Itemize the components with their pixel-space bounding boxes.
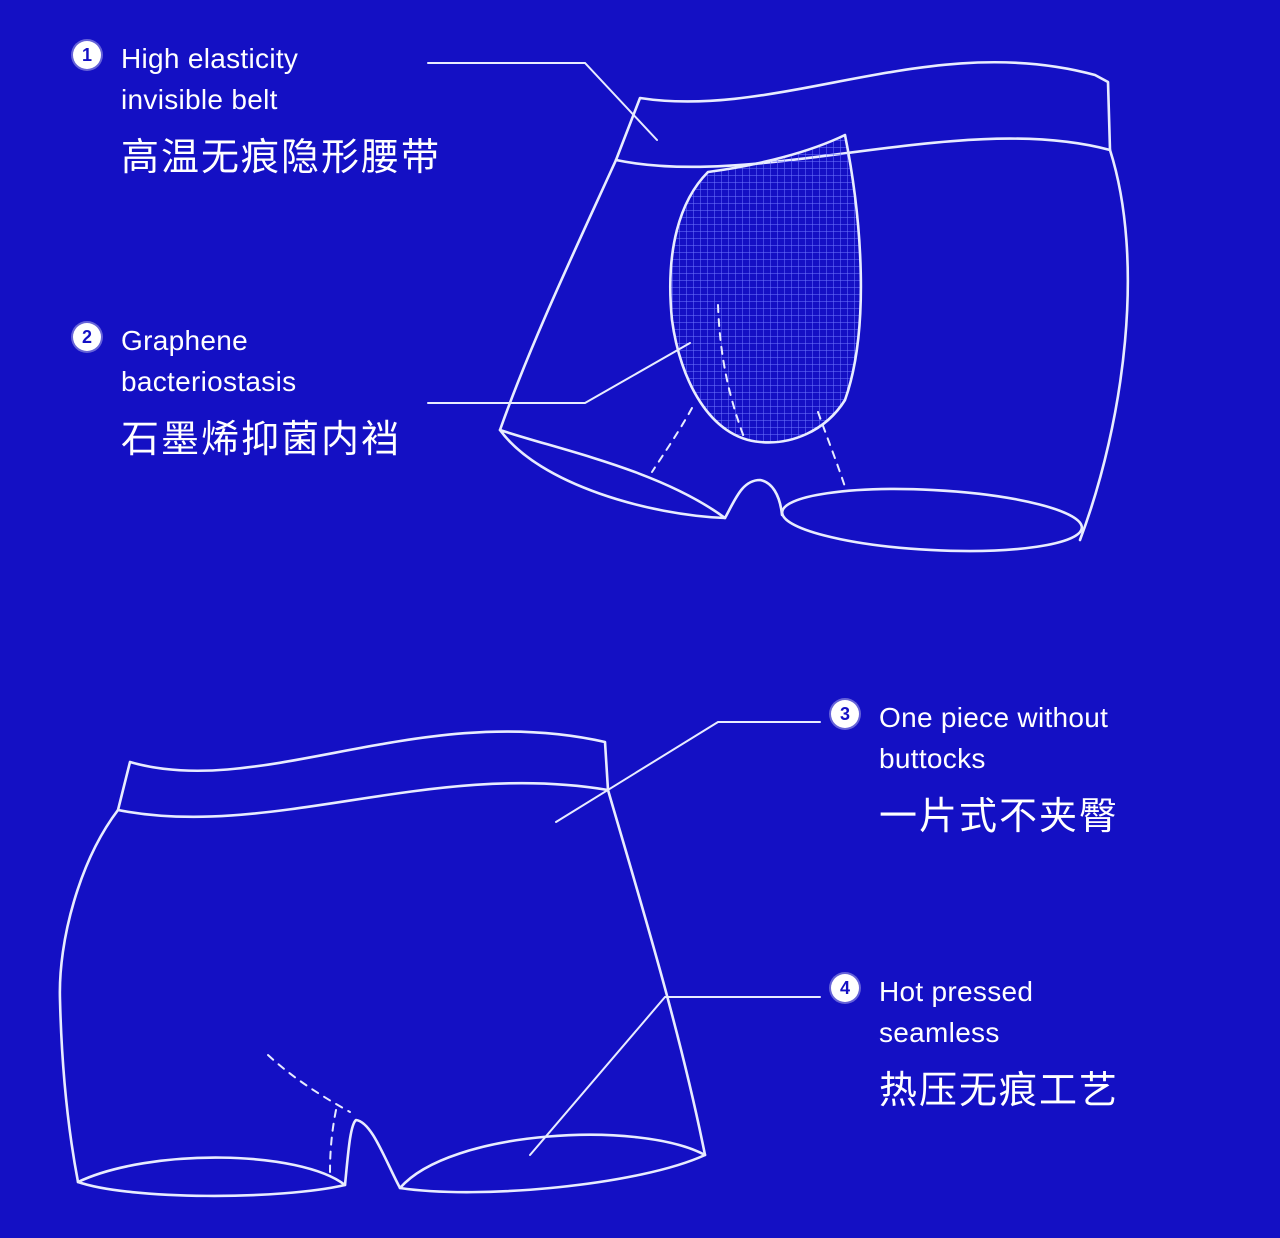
number-badge-2: 2: [73, 323, 101, 351]
graphene-pouch: [668, 133, 863, 444]
front-view-drawing: [498, 60, 1130, 553]
leader-line-3: [555, 721, 821, 823]
feature-callout-3: 3 One piece without buttocks 一片式不夹臀: [831, 697, 1251, 839]
feature-4-en-line1: Hot pressed: [879, 976, 1034, 1007]
front-left-leg-opening: [498, 428, 727, 520]
back-dashed-seam-upper: [267, 1054, 351, 1113]
number-badge-3: 3: [831, 700, 859, 728]
back-view-drawing: [58, 730, 707, 1198]
feature-callout-4: 4 Hot pressed seamless 热压无痕工艺: [831, 971, 1251, 1113]
front-waistband: [614, 60, 1112, 169]
feature-3-zh: 一片式不夹臀: [879, 794, 1120, 838]
back-waistband: [116, 730, 610, 819]
front-crotch-curve: [723, 478, 784, 520]
feature-2-zh: 石墨烯抑菌内裆: [121, 417, 402, 461]
back-right-side: [606, 788, 707, 1157]
front-right-side: [1078, 148, 1130, 542]
feature-callout-2: 2 Graphene bacteriostasis 石墨烯抑菌内裆: [73, 320, 493, 462]
feature-2-en-line1: Graphene: [121, 325, 248, 356]
number-badge-1: 1: [73, 41, 101, 69]
feature-3-en-line1: One piece without: [879, 702, 1109, 733]
front-dashed-seam-center: [717, 304, 746, 441]
number-badge-4: 4: [831, 974, 859, 1002]
leader-line-4: [529, 996, 821, 1156]
front-right-leg-opening: [780, 487, 1084, 553]
front-dashed-seam-left: [651, 407, 693, 473]
leader-lines: [427, 62, 821, 1156]
feature-1-en-line1: High elasticity: [121, 43, 299, 74]
front-left-side: [498, 158, 618, 432]
feature-3-en-line2: buttocks: [879, 743, 986, 774]
back-left-leg-opening: [76, 1156, 347, 1198]
leader-line-2: [427, 342, 691, 404]
back-dashed-seam-lower: [329, 1109, 337, 1173]
back-left-side: [58, 808, 120, 1184]
feature-4-zh: 热压无痕工艺: [879, 1068, 1120, 1112]
back-right-leg-opening: [398, 1133, 707, 1194]
feature-callout-1: 1 High elasticity invisible belt 高温无痕隐形腰…: [73, 38, 493, 180]
feature-1-zh: 高温无痕隐形腰带: [121, 135, 442, 179]
feature-4-en-line2: seamless: [879, 1017, 1000, 1048]
front-dashed-seam-right: [817, 411, 847, 491]
leader-line-1: [427, 62, 658, 141]
feature-1-en-line2: invisible belt: [121, 84, 278, 115]
feature-2-en-line2: bacteriostasis: [121, 366, 297, 397]
back-crotch-curve: [343, 1118, 402, 1190]
